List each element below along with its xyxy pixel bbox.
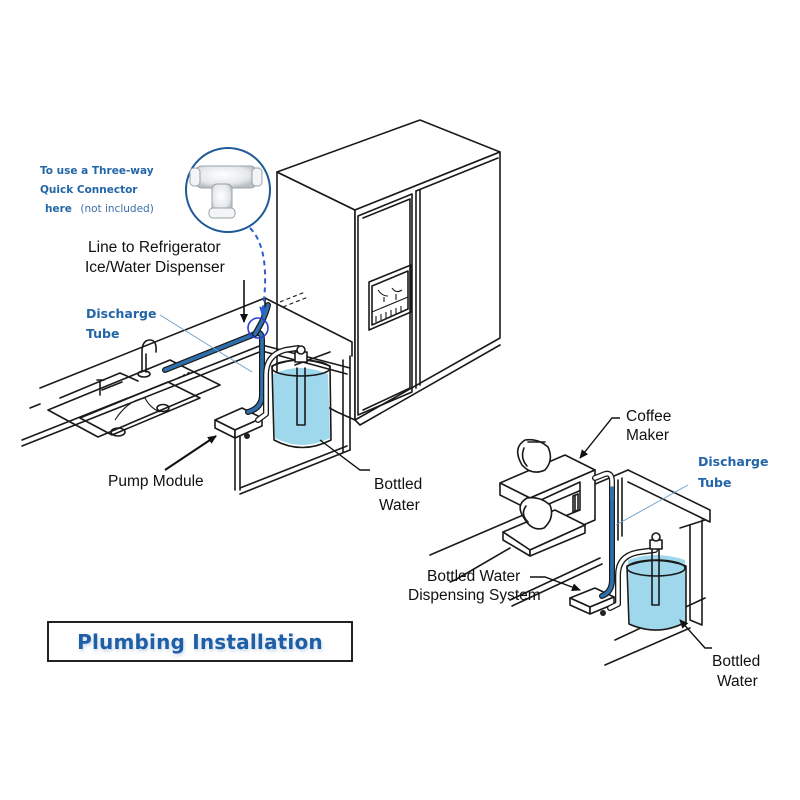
dispensing-system-arrow [530,576,581,591]
fridge-left-door [357,193,413,416]
sink-icon [47,339,221,438]
discharge-tube-leader-left [159,314,253,373]
discharge-tube-left [162,302,271,415]
faucet-handle [96,379,105,396]
bottled-water-right-label-2: Water [717,673,758,690]
connector-note: To use a Three-way Quick Connector here … [40,165,154,216]
connector-location-circle [247,317,269,339]
faucet [141,339,157,373]
line-to-fridge-label-2: Ice/Water Dispenser [85,259,225,276]
title-box: Plumbing Installation [47,621,353,662]
bottled-water-right-label-1: Bottled [712,653,760,670]
coffee-maker-icon [499,438,596,557]
discharge-tube-right [592,470,615,599]
coffee-maker-arrow [579,417,620,459]
discharge-tube-leader-right [615,484,689,526]
three-way-quick-connector-icon [185,147,271,233]
water-bottle-right-icon [626,532,687,631]
coffee-maker-label-1: Coffee [626,408,671,425]
connector-note-here: here [45,203,72,215]
pump-module-label: Pump Module [108,473,204,490]
line-to-fridge-label-1: Line to Refrigerator [88,239,221,256]
discharge-tube-left-label-1: Discharge [86,306,156,321]
connector-note-not-included: (not included) [80,203,153,215]
fridge-front [354,151,501,421]
discharge-tube-right-label-2: Tube [698,475,731,490]
drain-right [156,403,170,413]
dispensing-system-label-2: Dispensing System [408,587,541,604]
coffee-maker-label-2: Maker [626,427,669,444]
discharge-tube-left-label-2: Tube [86,326,119,341]
sink-basin [79,381,201,436]
supply-tube-left [255,345,301,423]
pump-module-arrow [164,435,217,471]
pump-module-icon [214,407,263,439]
dispensing-system-label-1: Bottled Water [427,568,520,585]
connector-note-line1: To use a Three-way [40,165,154,177]
ice-water-dispenser [368,264,412,331]
bottled-water-left-label-1: Bottled [374,476,422,493]
supply-tube-right [607,547,658,611]
water-bottle-icon [271,345,332,449]
drain-left [110,427,126,437]
connector-note-line3: here (not included) [45,199,154,216]
bottled-water-leader-left [319,439,370,471]
page-title: Plumbing Installation [77,629,323,654]
discharge-tube-right-label-1: Discharge [698,454,768,469]
connector-dashed-arrow [249,227,268,316]
bottled-water-left-label-2: Water [379,497,420,514]
connector-note-line2: Quick Connector [40,184,138,196]
bottled-water-arrow-right [679,619,712,649]
